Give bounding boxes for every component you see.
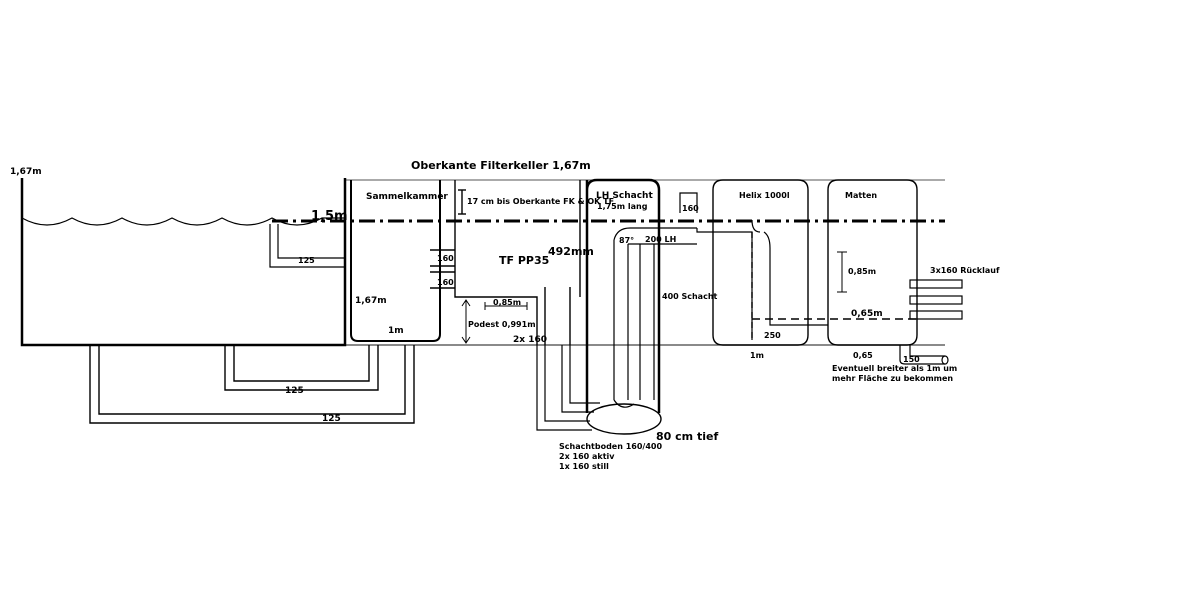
sammel-1m-label: 1m <box>388 326 404 336</box>
pond <box>20 178 347 347</box>
pond-outline <box>20 178 347 347</box>
lh-pipe <box>613 227 697 400</box>
pipe-200lh-label: 200 LH <box>645 235 676 244</box>
schachtboden <box>586 403 662 435</box>
sammelkammer <box>350 180 441 342</box>
connection-pipes-160 <box>430 249 455 289</box>
podest-arrow <box>461 299 471 344</box>
schachtboden-label-3: 1x 160 still <box>559 462 609 471</box>
sammel-height-label: 1,67m <box>355 296 387 306</box>
note-label-2: mehr Fläche zu bekommen <box>832 374 953 383</box>
sammelkammer-outline <box>350 180 441 342</box>
title-label: Oberkante Filterkeller 1,67m <box>411 159 591 172</box>
matten-065-bottom-label: 0,65 <box>853 351 873 360</box>
pipe-160-b-label: 160 <box>437 278 454 287</box>
pipe-160-a-label: 160 <box>437 254 454 263</box>
angle-label: 87° <box>619 236 634 245</box>
lh-schacht-outline <box>585 178 661 413</box>
tf-to-schacht-pipes <box>536 345 600 431</box>
left-height-label: 1,67m <box>10 167 42 177</box>
pipe-125-top-label: 125 <box>298 256 315 265</box>
tf-085-label: 0,85m <box>493 298 521 307</box>
lh-schacht-label: LH Schacht <box>596 191 653 201</box>
matten-085-label: 0,85m <box>848 267 876 276</box>
schachtboden-label-1: Schachtboden 160/400 <box>559 442 662 451</box>
intake-pipe-125 <box>269 224 345 268</box>
schacht-400-label: 400 Schacht <box>662 292 718 301</box>
note-label-1: Eventuell breiter als 1m um <box>832 364 957 373</box>
bottom-drain-pipes <box>89 345 415 424</box>
pipe-160-top <box>679 192 698 213</box>
ruecklauf-label: 3x160 Rücklauf <box>930 266 1000 275</box>
matten-outline <box>827 179 918 346</box>
tf-note-label: 17 cm bis Oberkante FK & OK TF <box>467 197 614 206</box>
matten-label: Matten <box>845 191 877 200</box>
pipe-125-bottom-label: 125 <box>322 414 341 424</box>
pipe-150-label: 150 <box>903 355 920 364</box>
schachtboden-label-2: 2x 160 aktiv <box>559 452 615 461</box>
outlet-150 <box>899 345 949 365</box>
tf-outline <box>454 180 581 345</box>
tf-width-label: 492mm <box>548 245 594 258</box>
lh-schacht <box>585 178 698 435</box>
helix-outline <box>712 179 809 346</box>
pipe-160-top-label: 160 <box>682 204 699 213</box>
lh-length-label: 1,75m lang <box>597 202 648 211</box>
pipe-125-mid-label: 125 <box>285 386 304 396</box>
matten-chamber <box>752 179 918 346</box>
water-level-label: 1,5m <box>311 209 348 224</box>
helix-chamber <box>696 179 809 346</box>
pipe-2x160-label: 2x 160 <box>513 335 547 345</box>
sammelkammer-label: Sammelkammer <box>366 192 448 202</box>
diagram-labels: Oberkante Filterkeller 1,67m 1,67m 1,5m … <box>10 159 1000 471</box>
depth-80-label: 80 cm tief <box>656 430 718 443</box>
matten-085-dimension <box>837 251 847 293</box>
ruecklauf-pipes <box>909 279 963 320</box>
trommelfilter <box>454 180 581 345</box>
podest-label: Podest 0,991m <box>468 320 536 329</box>
tf-085-dimension <box>484 302 528 310</box>
pipe-125-mid <box>224 345 379 391</box>
pipe-125-bottom <box>89 345 415 424</box>
helix-1m-label: 1m <box>750 351 764 360</box>
matten-065-label: 0,65m <box>851 309 883 319</box>
helix-label: Helix 1000l <box>739 191 790 200</box>
helix-250-label: 250 <box>764 331 781 340</box>
pond-water-surface <box>21 217 345 226</box>
tf-name-label: TF PP35 <box>499 254 549 267</box>
